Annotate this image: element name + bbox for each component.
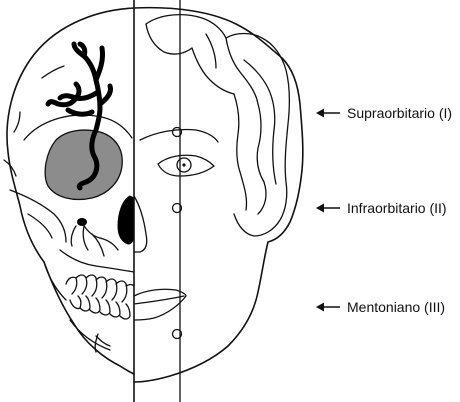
mental-foramen-marker bbox=[171, 328, 183, 340]
zygomatic-line-lower bbox=[27, 213, 53, 239]
mandible-line bbox=[69, 319, 111, 351]
hair-strand bbox=[243, 59, 276, 131]
supraorbital-label: Supraorbitario (I) bbox=[347, 105, 453, 121]
nerve-branch bbox=[77, 41, 88, 59]
mandible-line bbox=[43, 261, 67, 301]
eyebrow bbox=[139, 128, 219, 143]
eye-outline bbox=[157, 154, 215, 177]
supraorbital-foramen-marker bbox=[171, 126, 183, 138]
arrow-left-icon bbox=[316, 108, 340, 118]
lips-line bbox=[133, 295, 185, 305]
infraorbital-branch bbox=[81, 221, 101, 239]
hair-strand bbox=[233, 93, 241, 173]
mental-branch bbox=[94, 333, 99, 353]
nerve-branch bbox=[97, 83, 113, 107]
hair-strand bbox=[239, 171, 248, 211]
infraorbital-branch bbox=[70, 225, 77, 247]
face-outline bbox=[133, 6, 304, 383]
orbit-shaded-region bbox=[44, 129, 123, 201]
hair-strand bbox=[256, 103, 265, 183]
nerve-branch bbox=[93, 45, 105, 83]
hair-strand bbox=[272, 129, 277, 185]
hair-strand bbox=[257, 181, 267, 215]
nerve-branch bbox=[76, 179, 89, 191]
lips-outline bbox=[133, 288, 187, 321]
upper-teeth bbox=[65, 274, 135, 303]
nerve-branch bbox=[45, 95, 79, 108]
infraorbital-foramen-marker bbox=[171, 202, 183, 214]
nose-outline bbox=[133, 195, 148, 253]
infraorbital-label-row: Infraorbitario (II) bbox=[316, 198, 447, 218]
hair-outline bbox=[145, 13, 290, 237]
temporal-line bbox=[41, 65, 65, 79]
pupil bbox=[182, 163, 186, 167]
skull-outline bbox=[6, 7, 135, 375]
infraorbital-branch bbox=[99, 237, 119, 251]
nerve-branch bbox=[65, 107, 95, 117]
nerve-branch bbox=[81, 53, 99, 83]
infraorbital-branch bbox=[82, 225, 89, 251]
mental-label-row: Mentoniano (III) bbox=[316, 297, 445, 317]
hair-strand bbox=[191, 47, 235, 95]
iris bbox=[176, 157, 192, 173]
maxilla-line bbox=[59, 249, 135, 273]
hair-strand bbox=[225, 37, 259, 105]
suture-line bbox=[3, 159, 17, 177]
nasal-aperture bbox=[117, 195, 135, 245]
infraorbital-branch bbox=[91, 233, 105, 257]
supraorbital-label-row: Supraorbitario (I) bbox=[316, 103, 452, 123]
suture-line bbox=[13, 111, 21, 133]
mental-label: Mentoniano (III) bbox=[347, 299, 446, 315]
supraorbital-nerve bbox=[83, 77, 103, 185]
hair-strand bbox=[145, 23, 193, 55]
lower-teeth bbox=[69, 295, 131, 320]
zygomatic-line bbox=[9, 189, 67, 243]
arrow-left-icon bbox=[316, 302, 340, 312]
arrow-left-icon bbox=[316, 203, 340, 213]
face-half bbox=[133, 6, 304, 383]
skull-half bbox=[3, 7, 135, 375]
nerve-branch bbox=[73, 81, 82, 101]
orbit-rim bbox=[23, 114, 133, 141]
hair-strand bbox=[205, 33, 217, 69]
infraorbital-label: Infraorbitario (II) bbox=[347, 200, 447, 216]
